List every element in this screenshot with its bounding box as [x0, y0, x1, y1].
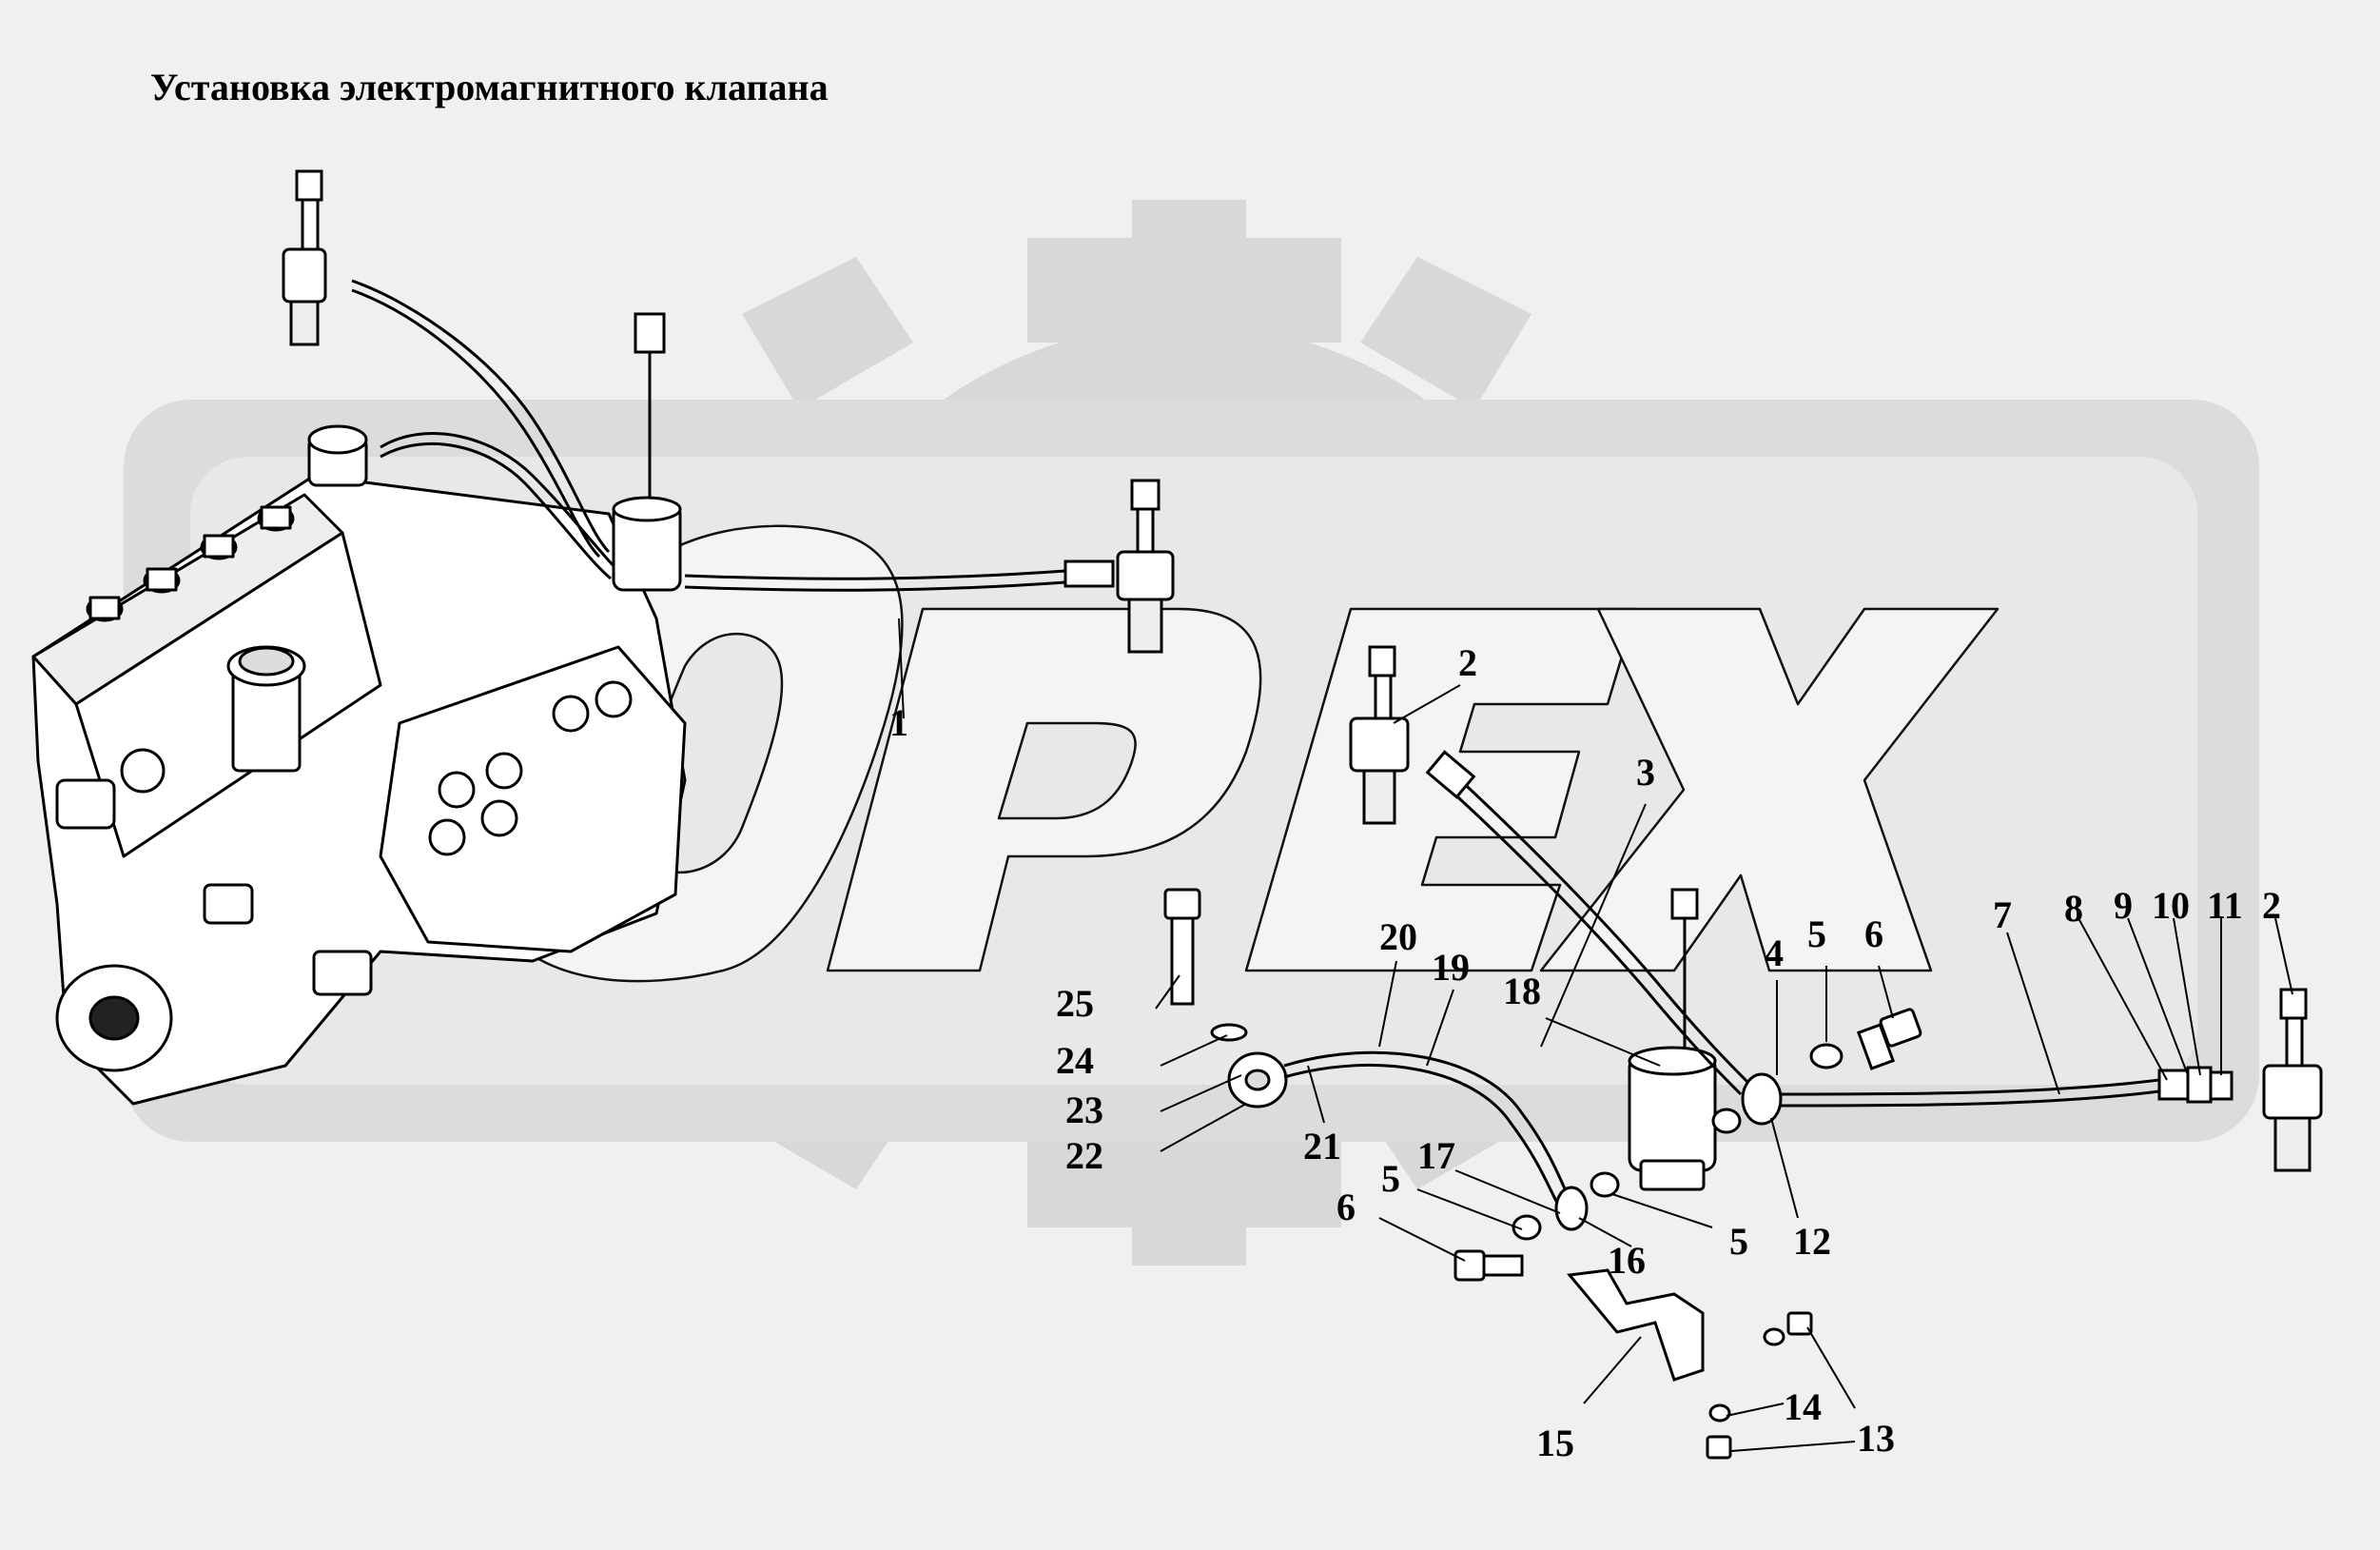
- diagram-title: Установка электромагнитного клапана: [150, 66, 829, 108]
- bolt-25: [1163, 888, 1201, 1006]
- washer-24: [1210, 1023, 1248, 1042]
- washers-5-lower: [1512, 1108, 1742, 1241]
- callout-25: 25: [1056, 982, 1094, 1025]
- callout-15: 15: [1536, 1422, 1574, 1464]
- callout-4: 4: [1765, 932, 1784, 974]
- injector-right: [2262, 988, 2323, 1172]
- banjo-12: [1741, 1072, 1783, 1126]
- leader-lines: [898, 618, 2293, 1452]
- callout-5-upper: 5: [1807, 912, 1826, 955]
- solenoid-18: [1628, 888, 1717, 1191]
- callout-20: 20: [1379, 915, 1417, 958]
- bolt-6-upper: [1856, 1008, 1922, 1070]
- injector-top: [282, 169, 327, 346]
- callout-16: 16: [1608, 1239, 1646, 1282]
- bracket-15: [1567, 1268, 1705, 1382]
- callout-24: 24: [1056, 1039, 1094, 1082]
- injector-middle: [1349, 645, 1410, 825]
- callout-9: 9: [2114, 884, 2133, 927]
- callout-11: 11: [2207, 884, 2243, 927]
- callout-6-lower: 6: [1336, 1186, 1356, 1228]
- callout-5-right: 5: [1729, 1220, 1748, 1263]
- callout-5-left: 5: [1381, 1157, 1400, 1200]
- pipe-upper: [351, 279, 620, 580]
- callout-2-right: 2: [2262, 884, 2281, 927]
- hose-19-20: [1283, 1050, 1589, 1231]
- pipe-7: [1780, 1078, 2160, 1108]
- injector-right-of-pump: [1116, 479, 1175, 654]
- callout-22: 22: [1065, 1134, 1103, 1177]
- fuel-pump-assembly: [31, 424, 687, 1106]
- callout-1: 1: [889, 701, 908, 744]
- solenoid-on-pump: [612, 312, 682, 592]
- callout-6-upper: 6: [1864, 912, 1883, 955]
- pipe-1: [684, 559, 1115, 592]
- bolt-6-lower: [1453, 1249, 1524, 1282]
- callout-labels: 1 2 3 4 5 6 7 8 9 10 11 2 25 20 19 18 24…: [889, 641, 2281, 1464]
- callout-8: 8: [2064, 887, 2083, 930]
- pipe-3: [1425, 750, 1752, 1096]
- callout-23: 23: [1065, 1089, 1103, 1131]
- banjo-22-23: [1227, 1051, 1288, 1109]
- callout-2-middle: 2: [1458, 641, 1477, 684]
- callout-14: 14: [1784, 1385, 1822, 1428]
- callout-17: 17: [1417, 1134, 1455, 1177]
- callout-18: 18: [1503, 970, 1541, 1012]
- callout-10: 10: [2152, 884, 2190, 927]
- callout-13: 13: [1857, 1417, 1895, 1460]
- callout-7: 7: [1993, 893, 2012, 936]
- callout-19: 19: [1432, 946, 1470, 989]
- callout-12: 12: [1793, 1220, 1831, 1263]
- washer-5-upper: [1809, 1043, 1844, 1069]
- bolts-13-14: [1706, 1311, 1813, 1460]
- callout-3: 3: [1636, 751, 1655, 794]
- callout-21: 21: [1303, 1125, 1341, 1167]
